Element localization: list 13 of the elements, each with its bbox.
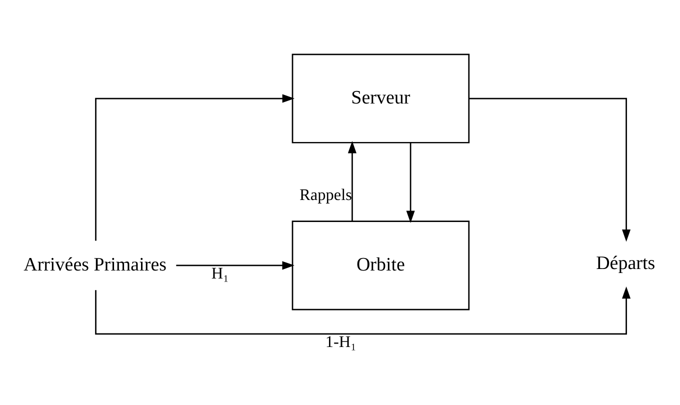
arrow <box>176 260 294 270</box>
node-box: Serveur <box>292 53 470 143</box>
node-box: Orbite <box>292 220 470 310</box>
node-text: Départs <box>596 252 656 274</box>
node-text: Arrivées Primaires <box>24 254 167 275</box>
arrow <box>469 97 631 242</box>
edge-label: Rappels <box>300 184 352 204</box>
arrow <box>348 140 356 221</box>
arrow <box>95 286 631 334</box>
arrow <box>95 94 295 240</box>
edge-label: 1-H₁ <box>325 331 356 350</box>
arrow <box>406 142 415 222</box>
edge-label: H₁ <box>211 262 229 282</box>
